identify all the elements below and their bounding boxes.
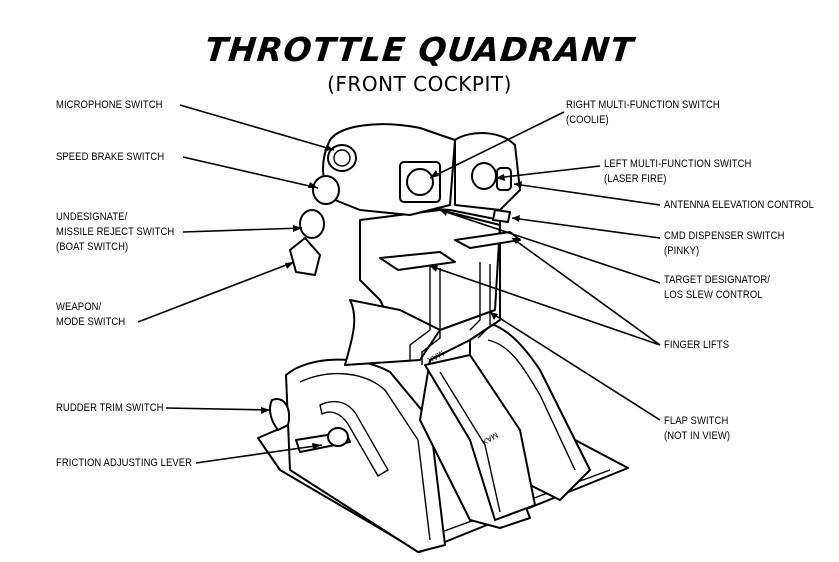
label-antenna-elevation-control: ANTENNA ELEVATION CONTROL (664, 199, 815, 211)
finger-lift-left (379, 251, 456, 271)
label-target-1: TARGET DESIGNATOR/ (664, 274, 770, 286)
label-undesignate-3: (BOAT SWITCH) (56, 241, 129, 253)
coolie-switch-knob (406, 168, 434, 196)
label-target-2: LOS SLEW CONTROL (664, 289, 763, 301)
label-flap-2: (NOT IN VIEW) (664, 430, 731, 442)
label-friction-adjusting-lever: FRICTION ADJUSTING LEVER (56, 457, 193, 469)
weapon-mode-switch (289, 237, 321, 276)
label-undesignate-2: MISSILE REJECT SWITCH (56, 226, 175, 238)
label-left-mf-1: LEFT MULTI-FUNCTION SWITCH (604, 158, 752, 170)
diagram-subtitle: (FRONT COCKPIT) (327, 72, 512, 96)
label-left-mf-2: (LASER FIRE) (604, 173, 667, 185)
laser-fire-switch-knob (471, 162, 497, 190)
rudder-trim-switch-knob (269, 398, 291, 431)
cmd-dispenser-switch (492, 209, 511, 223)
microphone-switch-knob (327, 144, 357, 172)
label-microphone-switch: MICROPHONE SWITCH (56, 99, 163, 111)
label-cmd-1: CMD DISPENSER SWITCH (664, 230, 785, 242)
label-weapon-2: MODE SWITCH (56, 316, 126, 328)
left-housing (285, 358, 446, 553)
speed-brake-switch-knob (312, 175, 340, 205)
label-undesignate-1: UNDESIGNATE/ (56, 211, 128, 223)
label-rudder-trim-switch: RUDDER TRIM SWITCH (56, 402, 164, 414)
friction-lever-knob (327, 427, 349, 447)
label-flap-1: FLAP SWITCH (664, 415, 729, 427)
label-speed-brake-switch: SPEED BRAKE SWITCH (56, 151, 165, 163)
label-finger-lifts: FINGER LIFTS (664, 339, 730, 351)
undesignate-switch-knob (299, 209, 325, 239)
label-right-mf-2: (COOLIE) (566, 114, 609, 126)
finger-lift-right (454, 231, 521, 249)
label-weapon-1: WEAPON/ (56, 301, 102, 313)
label-cmd-2: (PINKY) (664, 245, 700, 257)
label-right-mf-1: RIGHT MULTI-FUNCTION SWITCH (566, 99, 720, 111)
